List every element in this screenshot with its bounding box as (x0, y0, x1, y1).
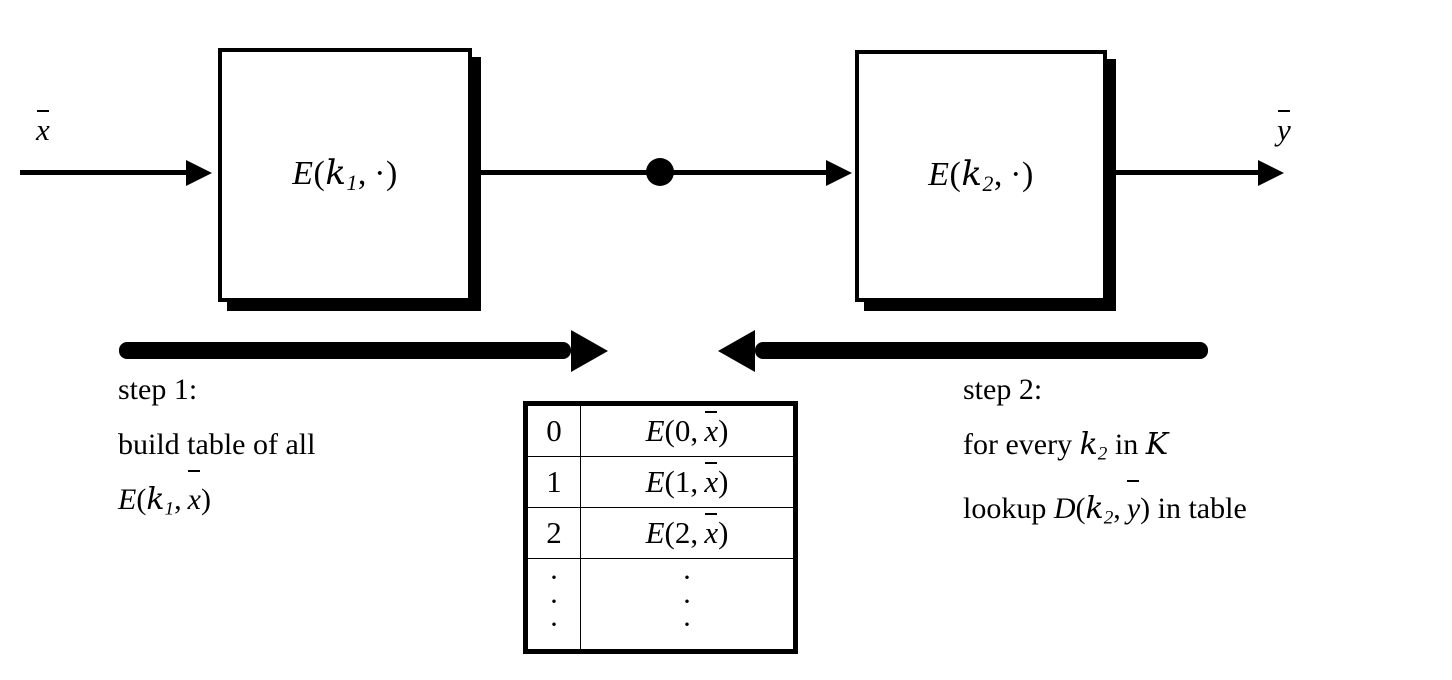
table-cell-value: E(0, x) (580, 405, 794, 457)
output-wire (1107, 170, 1262, 175)
encryption-block-2-label: E(k2, ·) (928, 154, 1034, 197)
lookup-table[interactable]: 0 E(0, x) 1 E(1, x) 2 E(2, x) ··· ··· (523, 401, 798, 654)
encryption-block-1-label: E(k1, ·) (292, 153, 398, 196)
table-row[interactable]: 1 E(1, x) (527, 456, 794, 508)
output-signal-label-text: y (1277, 110, 1291, 147)
table-row-continuation: ··· ··· (527, 558, 794, 650)
input-signal-label-text: x (36, 110, 50, 147)
table-row[interactable]: 0 E(0, x) (527, 405, 794, 457)
table-cell-value-ellipsis: ··· (580, 558, 794, 650)
midpoint-junction-dot-icon (646, 158, 674, 186)
table-cell-key: 2 (527, 507, 581, 559)
table-cell-value: E(2, x) (580, 507, 794, 559)
encryption-block-2[interactable]: E(k2, ·) (855, 50, 1107, 302)
table-cell-key: 1 (527, 456, 581, 508)
step-1-arrow-shaft (119, 342, 571, 359)
step-1-line-3: E(k1, x) (118, 470, 315, 536)
step-1-caption: step 1: build table of all E(k1, x) (118, 362, 315, 536)
middle-arrowhead-icon (826, 159, 852, 186)
step-2-line-3: lookup D(k2, y) in table (963, 479, 1247, 545)
step-1-line-2: build table of all (118, 428, 316, 461)
input-arrowhead-icon (186, 159, 212, 186)
table-cell-value: E(1, x) (580, 456, 794, 508)
step-2-arrow-head-icon (718, 329, 755, 372)
step-2-arrow-shaft (755, 342, 1208, 359)
table-cell-key: 0 (527, 405, 581, 457)
step-1-arrow-head-icon (571, 329, 608, 372)
step-2-heading: step 2: (963, 373, 1043, 406)
output-signal-label: y (1277, 110, 1291, 148)
input-signal-label: x (36, 110, 50, 148)
lookup-table-grid: 0 E(0, x) 1 E(1, x) 2 E(2, x) ··· ··· (527, 405, 794, 650)
output-arrowhead-icon (1258, 159, 1284, 186)
table-row[interactable]: 2 E(2, x) (527, 507, 794, 559)
table-cell-key-ellipsis: ··· (527, 558, 581, 650)
step-2-line-2: for every k2 in K (963, 427, 1169, 465)
encryption-block-1[interactable]: E(k1, ·) (218, 48, 472, 302)
step-2-caption: step 2: for every k2 in K lookup D(k2, y… (963, 362, 1247, 546)
input-wire (20, 170, 190, 175)
step-1-heading: step 1: (118, 373, 198, 406)
